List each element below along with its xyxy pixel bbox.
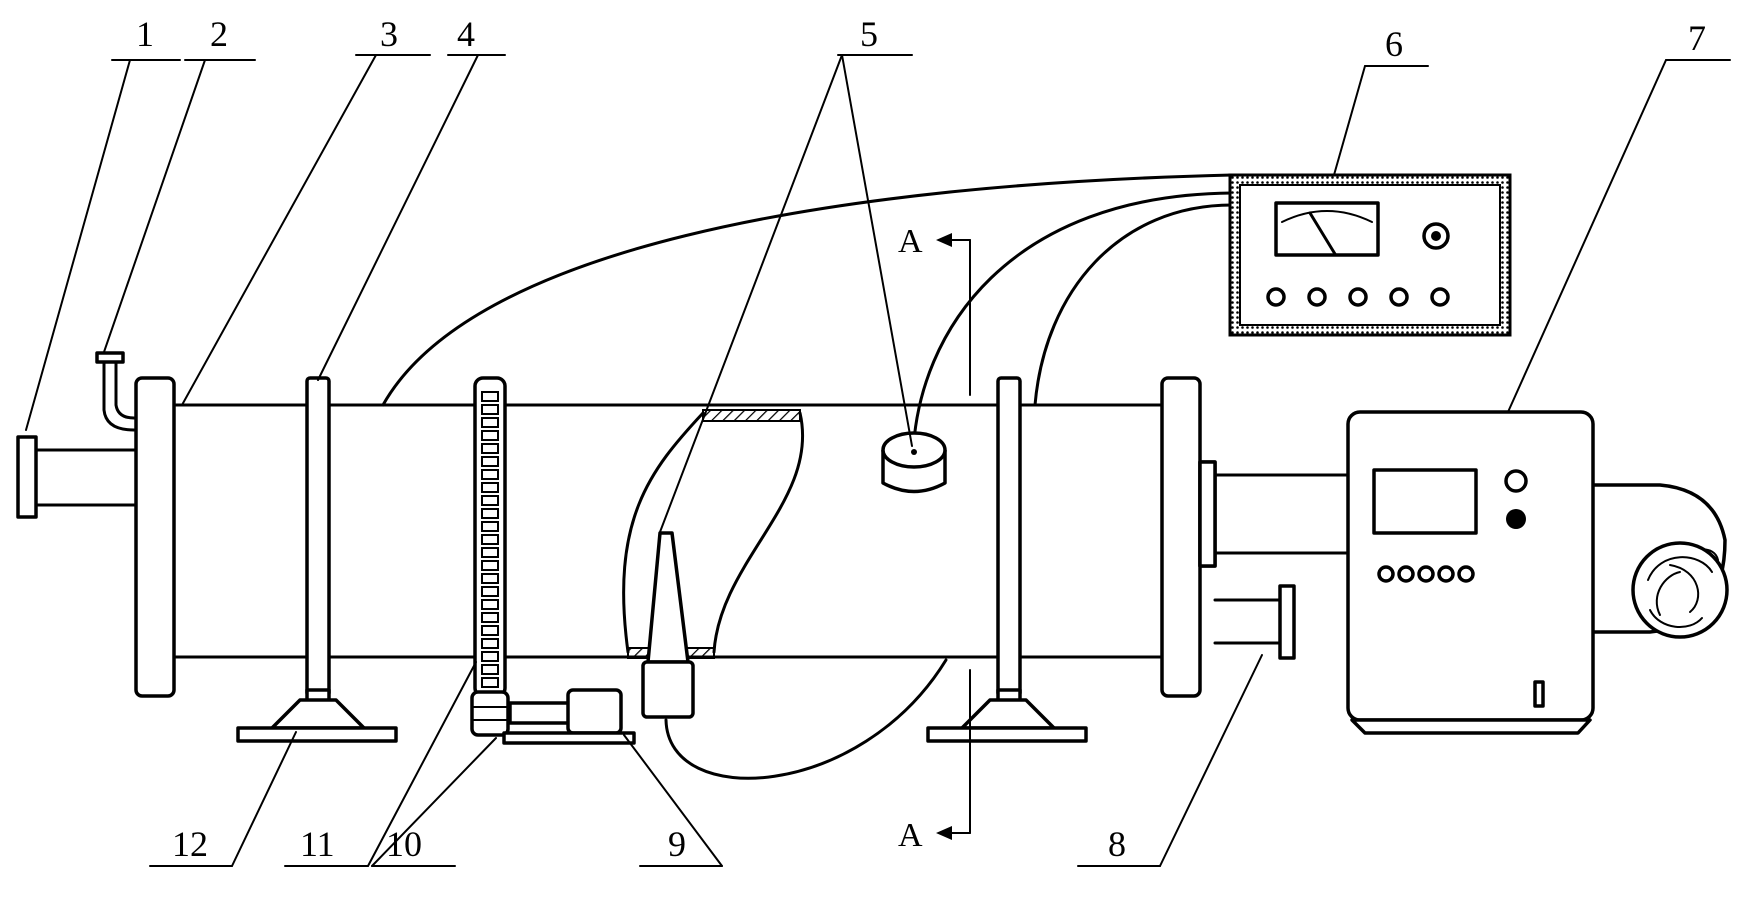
gear-tooth — [481, 391, 499, 402]
gear-tooth — [481, 638, 499, 649]
gear-tooth — [481, 599, 499, 610]
section-mark-bottom: A — [898, 817, 923, 854]
gear-tooth — [481, 495, 499, 506]
gear-tooth — [481, 573, 499, 584]
label-7: 7 — [1688, 18, 1706, 58]
gear-tooth — [481, 612, 499, 623]
drive-pinion — [470, 690, 510, 737]
support-base-right — [926, 688, 1088, 743]
support-base-left — [236, 688, 398, 743]
gear-tooth — [481, 404, 499, 415]
section-mark-top: A — [898, 223, 923, 260]
outlet-pipe — [1198, 460, 1352, 660]
temperature-sensor — [881, 431, 947, 494]
drum-cylinder — [174, 403, 1164, 719]
gear-tooth — [481, 521, 499, 532]
label-2: 2 — [210, 14, 228, 54]
label-5: 5 — [860, 14, 878, 54]
hot-air-generator — [1346, 410, 1729, 735]
drive-motor — [502, 688, 636, 745]
label-3: 3 — [380, 14, 398, 54]
right-end-flange — [1160, 376, 1202, 698]
gear-tooth — [481, 417, 499, 428]
gear-tooth — [481, 482, 499, 493]
feed-tube — [95, 351, 136, 432]
gear-tooth — [481, 443, 499, 454]
gear-tooth — [481, 547, 499, 558]
gear-tooth — [481, 508, 499, 519]
gear-tooth — [481, 677, 499, 688]
control-panel — [1228, 173, 1512, 337]
label-6: 6 — [1385, 24, 1403, 64]
signal-wires — [381, 173, 1234, 780]
gear-ring — [473, 376, 507, 698]
gear-tooth — [481, 430, 499, 441]
gear-tooth — [481, 664, 499, 675]
gear-tooth — [481, 586, 499, 597]
gear-tooth — [481, 625, 499, 636]
gear-tooth — [481, 469, 499, 480]
gear-tooth — [481, 560, 499, 571]
leader-lines — [25, 54, 1731, 867]
left-end-flange — [134, 376, 176, 698]
support-ring-right — [996, 376, 1022, 698]
inlet-pipe — [16, 435, 138, 519]
gear-tooth — [481, 534, 499, 545]
label-9: 9 — [668, 824, 686, 864]
label-4: 4 — [457, 14, 475, 54]
section-line-a-a — [936, 233, 971, 840]
gear-tooth — [481, 651, 499, 662]
label-1: 1 — [136, 14, 154, 54]
hot-air-duct — [1198, 460, 1217, 568]
label-12: 12 — [172, 824, 208, 864]
label-11: 11 — [300, 824, 335, 864]
gear-tooth — [481, 456, 499, 467]
support-ring-left — [305, 376, 331, 698]
label-10: 10 — [386, 824, 422, 864]
label-8: 8 — [1108, 824, 1126, 864]
